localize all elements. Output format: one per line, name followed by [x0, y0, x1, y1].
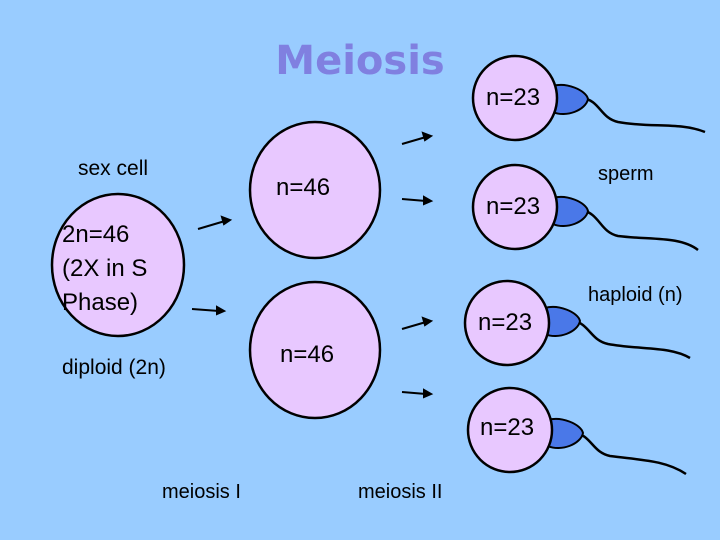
sperm-cell-4 — [466, 386, 554, 474]
sperm-heads — [544, 84, 590, 450]
sperm-cell-3 — [463, 279, 551, 367]
meiosis-2-label: meiosis II — [358, 481, 443, 503]
sperm-cell-1-label: n=23 — [486, 84, 541, 111]
sperm-tails — [571, 96, 706, 476]
page-title: Meiosis — [275, 38, 445, 84]
sperm-cell-4-label: n=23 — [480, 414, 535, 441]
sex-cell-label: sex cell — [78, 157, 149, 180]
arrows-meiosis-1 — [191, 215, 233, 316]
sperm-cell-3-label: n=23 — [478, 309, 533, 336]
meiosis-1-label: meiosis I — [162, 481, 241, 503]
sperm-label: sperm — [598, 163, 654, 185]
sperm-cell-2-label: n=23 — [486, 193, 541, 220]
diploid-label: diploid (2n) — [62, 356, 166, 379]
daughter-cell-2-label: n=46 — [280, 341, 335, 368]
haploid-label: haploid (n) — [588, 284, 683, 306]
sperm-cell-1 — [471, 54, 559, 142]
arrows-meiosis-2 — [401, 131, 434, 399]
sperm-cell-bodies — [463, 54, 559, 474]
parent-cell — [50, 192, 186, 338]
sperm-cell-2 — [471, 163, 559, 251]
daughter-cell-1 — [248, 120, 382, 260]
daughter-cell-2 — [248, 280, 382, 420]
parent-ploidy-label: 2n=46 (2X in S Phase) — [62, 221, 148, 316]
daughter-cell-1-label: n=46 — [276, 174, 331, 201]
